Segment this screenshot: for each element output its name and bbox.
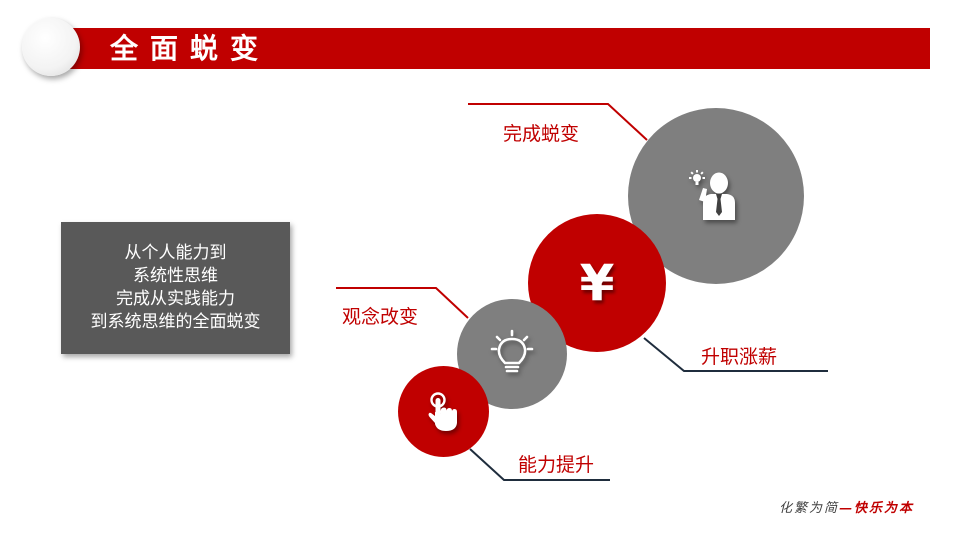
lightbulb-icon: [490, 329, 534, 373]
header-circle-decoration: [22, 18, 80, 76]
pointing-hand-icon: [428, 391, 457, 431]
connector-step-1: [469, 448, 610, 481]
summary-box: 从个人能力到 系统性思维 完成从实践能力 到系统思维的全面蜕变: [61, 222, 290, 354]
footer-slogan: 化繁为简—快乐为本: [779, 497, 914, 516]
footer-slogan-left: 化繁为简: [779, 501, 840, 516]
yen-icon: ¥: [579, 254, 615, 312]
step-label-2: 观念改变: [342, 306, 419, 328]
connector-step-3: [643, 337, 828, 372]
step-label-3: 升职涨薪: [701, 346, 778, 368]
step-1-circle: [398, 366, 489, 457]
summary-line: 系统性思维: [133, 266, 218, 286]
summary-line: 从个人能力到: [124, 243, 227, 263]
header-bar: [52, 28, 930, 69]
businessman-idea-icon: [689, 170, 735, 220]
step-label-4: 完成蜕变: [503, 123, 580, 145]
page-title: 全面蜕变: [110, 32, 271, 65]
step-label-1: 能力提升: [518, 454, 595, 476]
summary-line: 到系统思维的全面蜕变: [90, 312, 261, 332]
connector-step-4: [468, 103, 648, 141]
footer-slogan-dash: —: [839, 501, 855, 516]
summary-line: 完成从实践能力: [116, 289, 235, 309]
connector-step-2: [336, 287, 469, 319]
footer-slogan-right: 快乐为本: [854, 501, 915, 516]
